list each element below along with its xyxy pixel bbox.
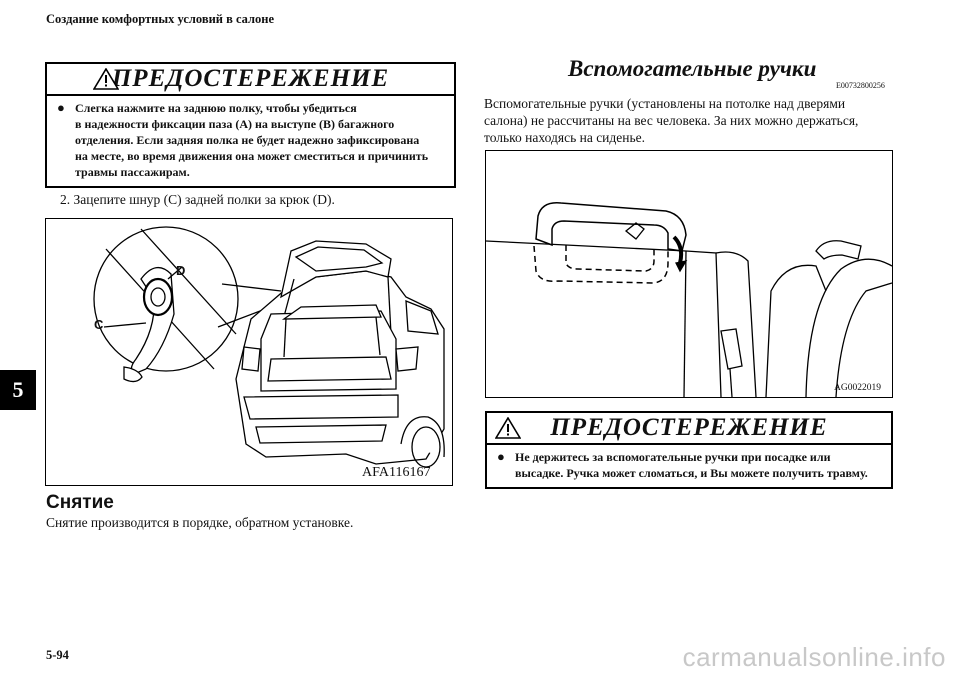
warning-title: ПРЕДОСТЕРЕЖЕНИЕ <box>111 65 390 92</box>
section-code: E00732800256 <box>836 81 885 90</box>
warning-box-grab-handles: ПРЕДОСТЕРЕЖЕНИЕ ● Не держитесь за вспомо… <box>485 411 893 489</box>
paragraph-line: Вспомогательные ручки (установлены на по… <box>484 96 846 111</box>
illustration-grab-handle <box>486 202 892 397</box>
warning-line: отделения. Если задняя полка не будет на… <box>75 133 420 147</box>
bullet: ● <box>57 100 65 115</box>
section-heading-grab-handles: Вспомогательные ручки <box>568 56 817 81</box>
figure-grab-handle: AG0022019 <box>485 150 893 398</box>
warning-header: ПРЕДОСТЕРЕЖЕНИЕ <box>487 413 891 445</box>
warning-line: Слегка нажмите на заднюю полку, чтобы уб… <box>75 101 357 115</box>
warning-header: ПРЕДОСТЕРЕЖЕНИЕ <box>47 64 454 96</box>
warning-text: Не держитесь за вспомогательные ручки пр… <box>515 449 868 481</box>
warning-title: ПРЕДОСТЕРЕЖЕНИЕ <box>550 414 828 441</box>
section-title-removal: Снятие <box>46 492 114 513</box>
section-text-removal: Снятие производится в порядке, обратном … <box>46 515 354 530</box>
warning-body: ● Слегка нажмите на заднюю полку, чтобы … <box>47 96 454 186</box>
bullet: ● <box>497 449 505 464</box>
warning-triangle-icon <box>93 68 119 90</box>
warning-box-shelf: ПРЕДОСТЕРЕЖЕНИЕ ● Слегка нажмите на задн… <box>45 62 456 188</box>
warning-line: в надежности фиксации паза (А) на выступ… <box>75 117 395 131</box>
paragraph-line: салона) не рассчитаны на вес человека. З… <box>484 113 859 128</box>
grab-handles-paragraph: Вспомогательные ручки (установлены на по… <box>484 95 858 146</box>
warning-text: Слегка нажмите на заднюю полку, чтобы уб… <box>75 100 428 180</box>
chapter-tab: 5 <box>0 370 36 410</box>
warning-body: ● Не держитесь за вспомогательные ручки … <box>487 445 891 487</box>
page-number: 5-94 <box>46 648 69 662</box>
illustration-car-rear-hatch <box>93 226 445 468</box>
warning-triangle-icon <box>495 417 521 439</box>
watermark: carmanualsonline.info <box>682 642 946 672</box>
figure-rear-shelf-cord: C D AFA116167 <box>45 218 453 486</box>
paragraph-line: только находясь на сиденье. <box>484 130 646 145</box>
figure-code: AG0022019 <box>834 383 881 393</box>
warning-line: травмы пассажирам. <box>75 165 190 179</box>
label-d: D <box>176 263 186 278</box>
warning-line: Не держитесь за вспомогательные ручки пр… <box>515 450 831 464</box>
warning-line: на месте, во время движения она может см… <box>75 149 429 163</box>
warning-line: высадке. Ручка может сломаться, и Вы мож… <box>515 466 868 480</box>
running-header: Создание комфортных условий в салоне <box>46 12 275 26</box>
figure-code: AFA116167 <box>362 465 431 480</box>
instruction-step: 2. Зацепите шнур (C) задней полки за крю… <box>60 192 335 207</box>
label-c: C <box>94 317 104 332</box>
